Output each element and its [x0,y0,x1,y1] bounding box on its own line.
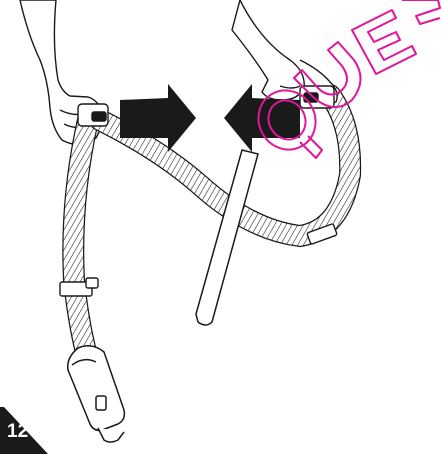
hose-connector-left [78,104,108,126]
step-number: 12 [7,421,28,443]
watermark-logo [242,0,442,170]
hose-left-section [73,120,88,352]
hose-nozzle [68,346,125,442]
